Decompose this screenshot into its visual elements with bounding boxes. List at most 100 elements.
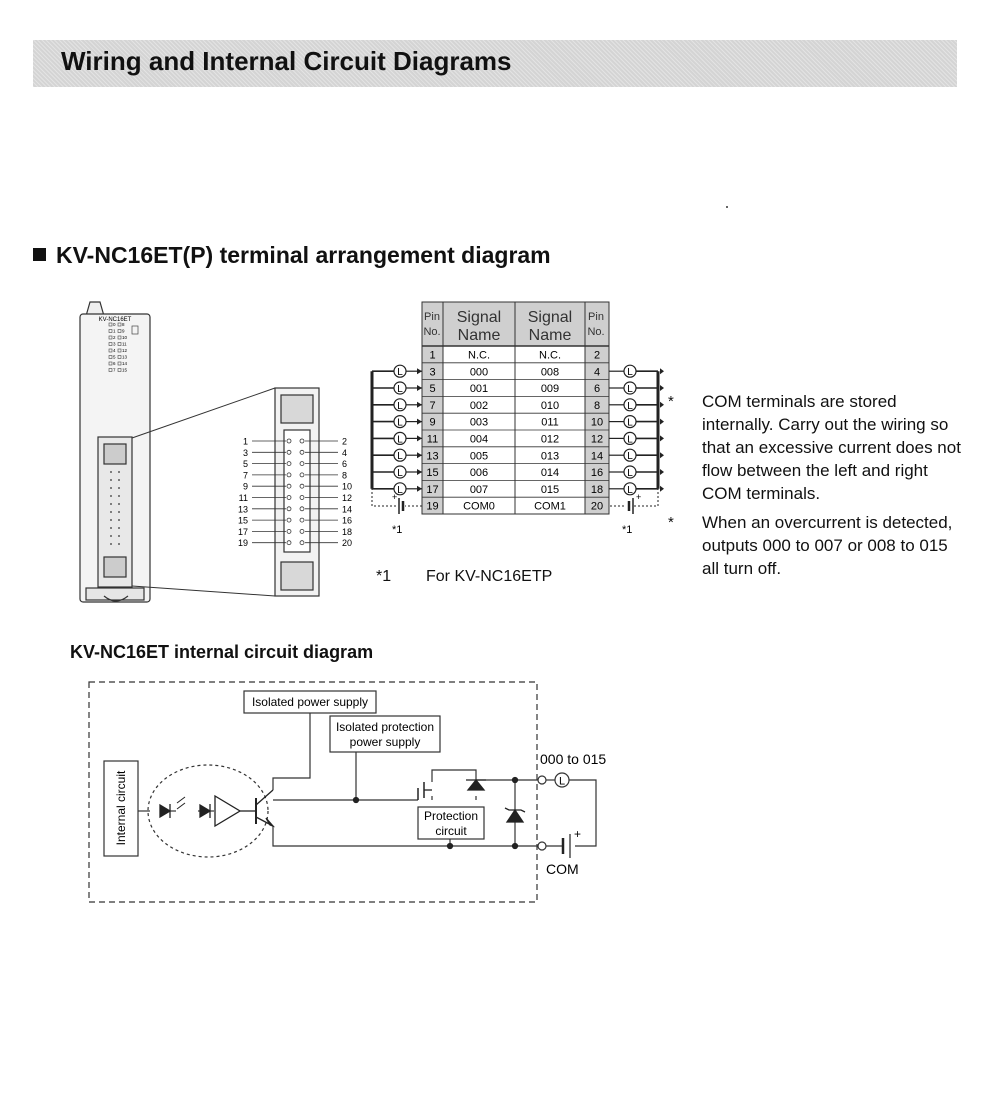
connector-dot (110, 479, 112, 481)
table-cell-left-pin: 7 (429, 400, 435, 412)
table-cell-left-pin: 5 (429, 383, 435, 395)
connector-dot (118, 495, 120, 497)
led-label: 1 (113, 329, 116, 334)
wire-arrow-icon (417, 452, 422, 459)
pin-hole (286, 461, 292, 467)
table-cell-left-pin: 19 (426, 501, 438, 513)
pin-label-left: 17 (238, 527, 248, 537)
load-icon (393, 364, 407, 378)
pin-label-left: 11 (239, 493, 248, 503)
table-cell-left-signal: 004 (470, 434, 488, 446)
device-model-label: KV-NC16ET (99, 317, 132, 323)
pin-label-right: 16 (342, 516, 352, 526)
stray-dot (726, 206, 728, 208)
zoom-line-top (131, 387, 276, 439)
section-title: KV-NC16ET(P) terminal arrangement diagra… (33, 242, 551, 269)
load-symbol-text: L (397, 367, 403, 378)
pin-label-right: 14 (342, 504, 352, 514)
pin-hole (299, 438, 305, 444)
table-cell-right-signal: 015 (541, 484, 559, 496)
load-icon (393, 431, 407, 445)
connector-dot (110, 519, 112, 521)
connector-dot (110, 503, 112, 505)
wire-arrow-icon (660, 452, 664, 459)
load-symbol-text: L (397, 451, 403, 462)
table-cell-right-signal: 014 (541, 467, 559, 479)
pin-label-left: 3 (243, 448, 248, 458)
table-cell-left-pin: 1 (429, 350, 435, 362)
table-cell-left-pin: 9 (429, 417, 435, 429)
pin-hole (299, 483, 305, 489)
note-mark: * (668, 393, 674, 410)
table-cell-left-signal: 005 (470, 450, 488, 462)
table-cell-right-pin: 8 (594, 400, 600, 412)
pin-cell-bg (422, 430, 443, 447)
pin-hole (286, 540, 292, 546)
footnote-mark: *1 (376, 568, 392, 585)
com-label: COM (546, 861, 579, 877)
section-title-text: KV-NC16ET(P) terminal arrangement diagra… (56, 242, 551, 268)
pin-cell-bg (585, 396, 609, 414)
pin-cell-bg (585, 480, 609, 498)
pin-label-left: 1 (243, 437, 248, 447)
load-symbol-text: L (627, 367, 633, 378)
header-signal-line1-right: Signal (528, 309, 572, 326)
footnote-text: For KV-NC16ETP (426, 568, 553, 585)
pin-cell-bg (422, 362, 443, 380)
pin-cell-bg (422, 480, 443, 498)
load-symbol-text: L (627, 401, 633, 412)
led-indicator (117, 329, 122, 333)
pin-cell-bg (422, 463, 443, 481)
pin-hole (299, 506, 305, 512)
led-indicator (117, 355, 122, 359)
isolated-power-supply-label: Isolated power supply (252, 695, 368, 709)
header-signal-line2-left: Name (458, 327, 501, 344)
load-icon (623, 398, 637, 412)
table-cell-left-signal: 002 (470, 400, 488, 412)
connector-dot (110, 511, 112, 513)
led-label: 2 (113, 335, 116, 340)
circuit-terminals (537, 772, 570, 851)
page-title: Wiring and Internal Circuit Diagrams (61, 46, 512, 76)
led-indicator (117, 368, 122, 372)
connector-enlarged (274, 387, 320, 597)
load-symbol-text: L (397, 418, 403, 429)
pin-label-right: 4 (342, 448, 347, 458)
circuit-load-symbol: L (559, 776, 565, 788)
table-cell-right-signal: N.C. (539, 350, 561, 362)
internal-circuit-diagram (88, 681, 597, 903)
table-cell-right-signal: COM1 (534, 501, 566, 513)
pin-cell-bg (585, 346, 609, 363)
table-cell-right-pin: 14 (591, 450, 603, 462)
connector-dot (110, 495, 112, 497)
table-cell-right-pin: 18 (591, 484, 603, 496)
table-cell-left-pin: 17 (426, 484, 438, 496)
load-icon (393, 448, 407, 462)
connector-dot (110, 535, 112, 537)
pin-hole (299, 472, 305, 478)
pin-cell-bg (422, 497, 443, 514)
table-cell-right-pin: 12 (591, 434, 603, 446)
header-pin-line1-right: Pin (588, 311, 604, 323)
load-symbol-text: L (627, 485, 633, 496)
table-grid (421, 301, 610, 515)
wire-arrow-icon (417, 469, 422, 475)
wire-arrow-icon (417, 418, 422, 425)
led-label: 10 (122, 335, 128, 340)
indicator-window (131, 325, 139, 335)
load-symbol-text: L (627, 434, 633, 445)
connector-dot (110, 471, 112, 473)
pin-label-right: 12 (342, 493, 352, 503)
led-label: 14 (122, 361, 128, 366)
load-symbol-text: L (627, 468, 633, 479)
pin-cell-bg (585, 446, 609, 464)
pin-label-right: 2 (342, 437, 347, 447)
pin-label-left: 9 (243, 482, 248, 492)
load-icon (623, 415, 637, 429)
led-indicator (108, 361, 113, 366)
com-supplies (371, 488, 659, 514)
table-cell-left-signal: 001 (470, 383, 488, 395)
led-label: 0 (113, 322, 116, 327)
wire-arrow-icon (660, 435, 664, 442)
header-pin-line2-right: No. (587, 326, 604, 338)
